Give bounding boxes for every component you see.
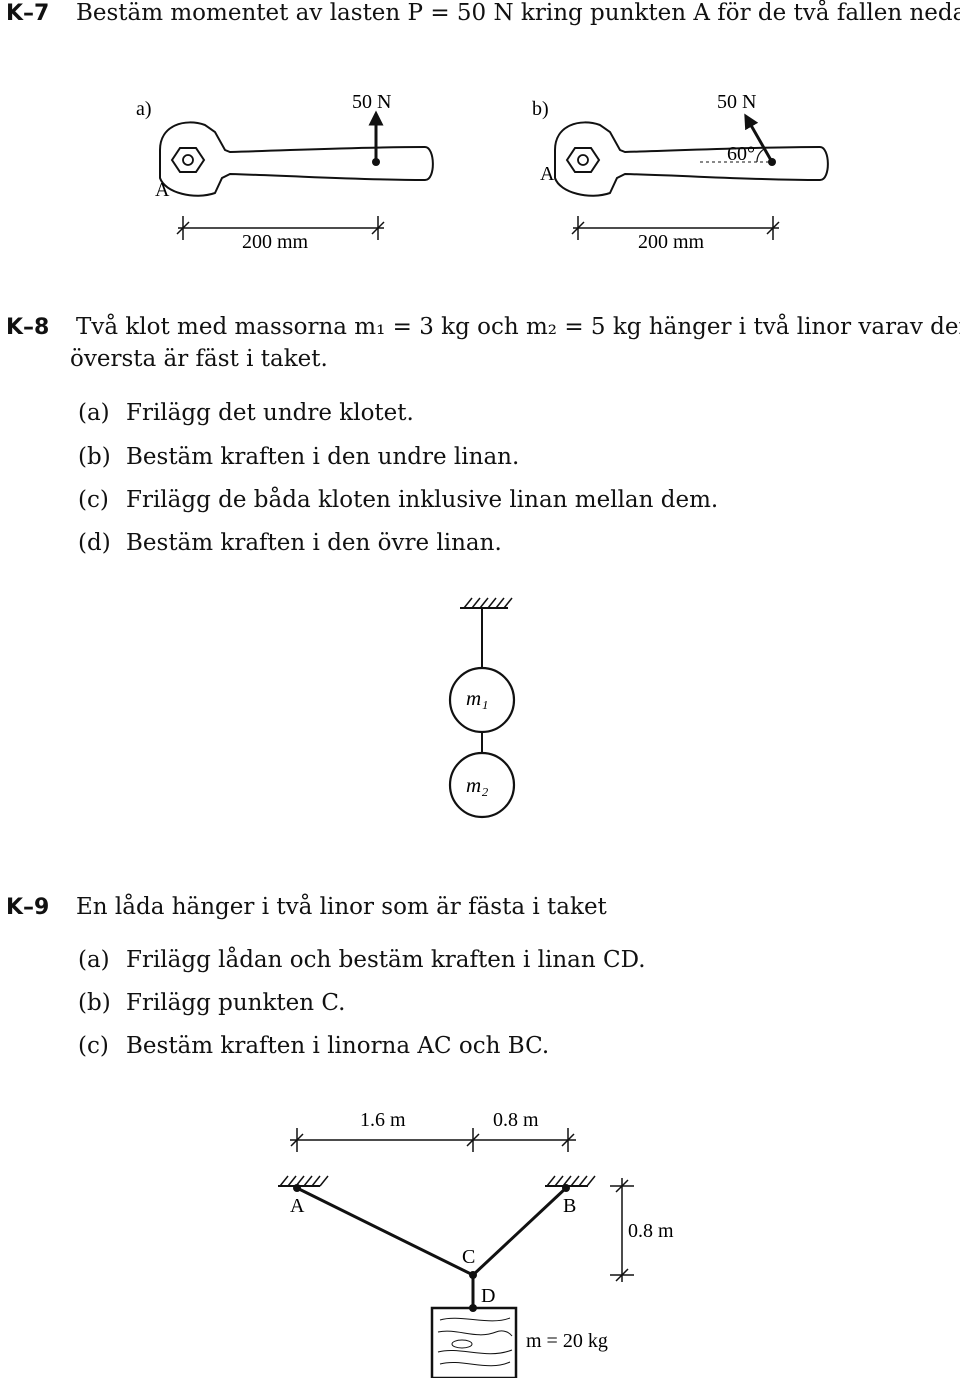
k8-text-line2: översta är fäst i taket. xyxy=(70,346,328,372)
point-b-dot xyxy=(562,1184,570,1192)
k9-number: K–9 xyxy=(6,895,50,920)
k8-item-c: (c)Frilägg de båda kloten inklusive lina… xyxy=(78,487,719,513)
point-c-dot xyxy=(469,1271,477,1279)
wrench-a xyxy=(159,110,434,197)
k9-point-a-label: A xyxy=(290,1195,305,1217)
k9-text: En låda hänger i två linor som är fästa … xyxy=(75,894,607,920)
wooden-box xyxy=(430,1306,518,1378)
k9-dim-ac-label: 1.6 m xyxy=(360,1109,406,1131)
k7-angle-label: 60° xyxy=(727,143,755,165)
ball-m2 xyxy=(448,751,516,819)
k7-force-a-label: 50 N xyxy=(352,91,391,113)
k8-item-b: (b)Bestäm kraften i den undre linan. xyxy=(78,444,520,470)
k7-text: Bestäm momentet av lasten P = 50 N kring… xyxy=(75,0,960,26)
k8-item-a: (a)Frilägg det undre klotet. xyxy=(78,400,414,426)
rope-ac xyxy=(296,1186,474,1277)
k8-number: K–8 xyxy=(6,315,50,340)
k7-problem-heading: K–7 Bestäm momentet av lasten P = 50 N k… xyxy=(6,0,960,29)
k8-text-line1: Två klot med massorna m₁ = 3 kg och m₂ =… xyxy=(75,314,960,340)
k8-item-d: (d)Bestäm kraften i den övre linan. xyxy=(78,530,502,556)
k7-dim-b-label: 200 mm xyxy=(638,231,705,253)
k7-dimension-b xyxy=(571,216,780,240)
k9-point-d-label: D xyxy=(481,1285,495,1307)
wrench-b xyxy=(554,113,829,197)
k7-dimension-a xyxy=(176,216,385,240)
k7-force-b-label: 50 N xyxy=(717,91,756,113)
ceiling-hatch-a xyxy=(278,1175,329,1187)
k9-mass-label: m = 20 kg xyxy=(526,1330,608,1352)
k7-wrench-figure: a) 50 N A 200 mm b) 50 N 60° A 200 mm xyxy=(136,91,829,253)
m1-label: m₁ xyxy=(466,686,488,710)
k9-item-a: (a)Frilägg lådan och bestäm kraften i li… xyxy=(78,947,646,973)
k7-point-b-label: A xyxy=(540,163,555,185)
k7-dim-a-label: 200 mm xyxy=(242,231,309,253)
k9-item-b: (b)Frilägg punkten C. xyxy=(78,990,346,1016)
k7-number: K–7 xyxy=(6,1,50,26)
k8-masses-figure: m₁ m₂ xyxy=(448,597,516,819)
rope-bc xyxy=(471,1186,568,1277)
m2-label: m₂ xyxy=(466,773,488,797)
k7-fig-label-b: b) xyxy=(532,98,549,120)
k7-fig-label-a: a) xyxy=(136,98,152,120)
k7-point-a-label: A xyxy=(155,179,170,201)
point-a-dot xyxy=(293,1184,301,1192)
k9-top-dimension xyxy=(290,1128,576,1152)
k9-point-c-label: C xyxy=(462,1246,475,1268)
k9-dim-cb-label: 0.8 m xyxy=(493,1109,539,1131)
ceiling-hatch xyxy=(460,597,513,609)
ceiling-hatch-b xyxy=(545,1175,596,1187)
k9-box-figure: 1.6 m 0.8 m A B C D 0.8 m xyxy=(278,1109,674,1378)
k9-item-c: (c)Bestäm kraften i linorna AC och BC. xyxy=(78,1033,550,1059)
k9-problem-heading: K–9 En låda hänger i två linor som är fä… xyxy=(6,892,607,923)
k9-height-dimension xyxy=(610,1178,634,1282)
k8-problem-heading: K–8 Två klot med massorna m₁ = 3 kg och … xyxy=(6,312,960,343)
k9-dim-height-label: 0.8 m xyxy=(628,1220,674,1242)
k9-point-b-label: B xyxy=(563,1195,576,1217)
